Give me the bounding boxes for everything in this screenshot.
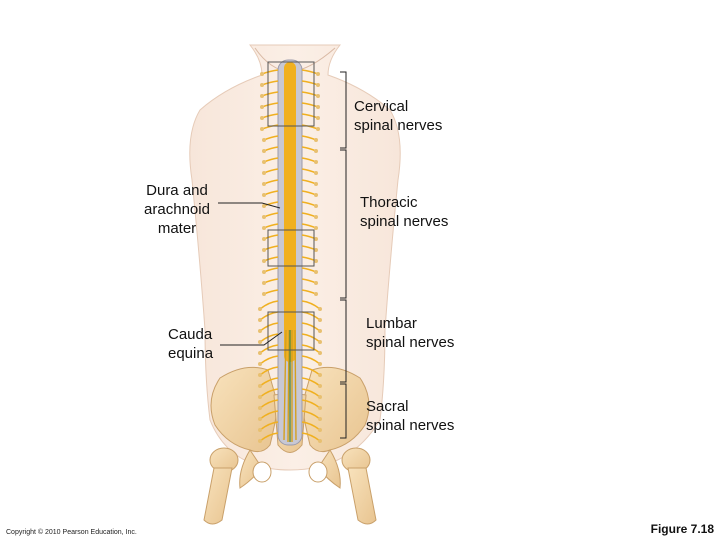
nerve-ganglion [262, 171, 266, 175]
nerve-ganglion [318, 395, 322, 399]
nerve-ganglion [318, 340, 322, 344]
nerve-ganglion [314, 171, 318, 175]
nerve-ganglion [314, 259, 318, 263]
nerve-ganglion [318, 417, 322, 421]
thoracic-label: Thoracic spinal nerves [360, 194, 449, 230]
nerve-ganglion [262, 204, 266, 208]
nerve-ganglion [258, 318, 262, 322]
nerve-ganglion [258, 417, 262, 421]
nerve-ganglion [314, 248, 318, 252]
nerve-ganglion [258, 329, 262, 333]
region-brackets [340, 71, 347, 439]
nerve-ganglion [262, 270, 266, 274]
sacral-label: Sacral spinal nerves [366, 398, 455, 434]
nerve-ganglion [258, 307, 262, 311]
cervical-label: Cervical spinal nerves [354, 98, 443, 134]
nerve-ganglion [260, 116, 264, 120]
spinal-cord [284, 62, 296, 362]
nerve-ganglion [316, 105, 320, 109]
nerve-ganglion [316, 116, 320, 120]
nerve-ganglion [260, 83, 264, 87]
nerve-ganglion [318, 373, 322, 377]
lumbar-label: Lumbar spinal nerves [366, 315, 455, 351]
nerve-ganglion [318, 406, 322, 410]
nerve-ganglion [262, 259, 266, 263]
cauda-equina [283, 329, 297, 443]
nerve-ganglion [258, 428, 262, 432]
spinal-nerve-branches [258, 69, 322, 443]
nerve-ganglion [314, 204, 318, 208]
nerve-ganglion [260, 72, 264, 76]
nerve-ganglion [262, 237, 266, 241]
nerve-ganglion [258, 351, 262, 355]
nerve-ganglion [258, 373, 262, 377]
nerve-ganglion [318, 362, 322, 366]
nerve-ganglion [318, 318, 322, 322]
nerve-ganglion [314, 292, 318, 296]
nerve-ganglion [314, 193, 318, 197]
nerve-ganglion [316, 127, 320, 131]
nerve-ganglion [316, 94, 320, 98]
nerve-ganglion [258, 406, 262, 410]
nerve-ganglion [258, 439, 262, 443]
nerve-ganglion [258, 362, 262, 366]
nerve-ganglion [262, 138, 266, 142]
nerve-ganglion [316, 72, 320, 76]
nerve-ganglion [262, 248, 266, 252]
nerve-ganglion [258, 340, 262, 344]
nerve-ganglion [262, 226, 266, 230]
nerve-ganglion [314, 237, 318, 241]
leader-lines [218, 202, 283, 346]
nerve-ganglion [314, 270, 318, 274]
nerve-ganglion [318, 351, 322, 355]
nerve-ganglion [314, 149, 318, 153]
nerve-ganglion [318, 329, 322, 333]
nerve-ganglion [260, 94, 264, 98]
nerve-ganglion [314, 281, 318, 285]
nerve-ganglion [314, 215, 318, 219]
copyright-text: Copyright © 2010 Pearson Education, Inc. [6, 529, 137, 536]
region-boxes [267, 61, 315, 351]
nerve-ganglion [260, 127, 264, 131]
nerve-ganglion [262, 160, 266, 164]
nerve-ganglion [262, 182, 266, 186]
figure-number: Figure 7.18 [650, 522, 714, 536]
nerve-ganglion [314, 182, 318, 186]
nerve-ganglion [262, 281, 266, 285]
dura-arachnoid-label: Dura and arachnoid mater [144, 182, 210, 237]
nerve-ganglion [258, 395, 262, 399]
nerve-ganglion [262, 193, 266, 197]
nerve-ganglion [260, 105, 264, 109]
nerve-ganglion [314, 160, 318, 164]
nerve-ganglion [318, 307, 322, 311]
nerve-ganglion [262, 149, 266, 153]
nerve-ganglion [316, 83, 320, 87]
nerve-ganglion [314, 138, 318, 142]
cauda-equina-label: Cauda equina [168, 326, 214, 362]
nerve-ganglion [262, 215, 266, 219]
nerve-ganglion [318, 439, 322, 443]
nerve-ganglion [258, 384, 262, 388]
nerve-ganglion [262, 292, 266, 296]
nerve-ganglion [318, 428, 322, 432]
nerve-ganglion [314, 226, 318, 230]
nerve-ganglion [318, 384, 322, 388]
